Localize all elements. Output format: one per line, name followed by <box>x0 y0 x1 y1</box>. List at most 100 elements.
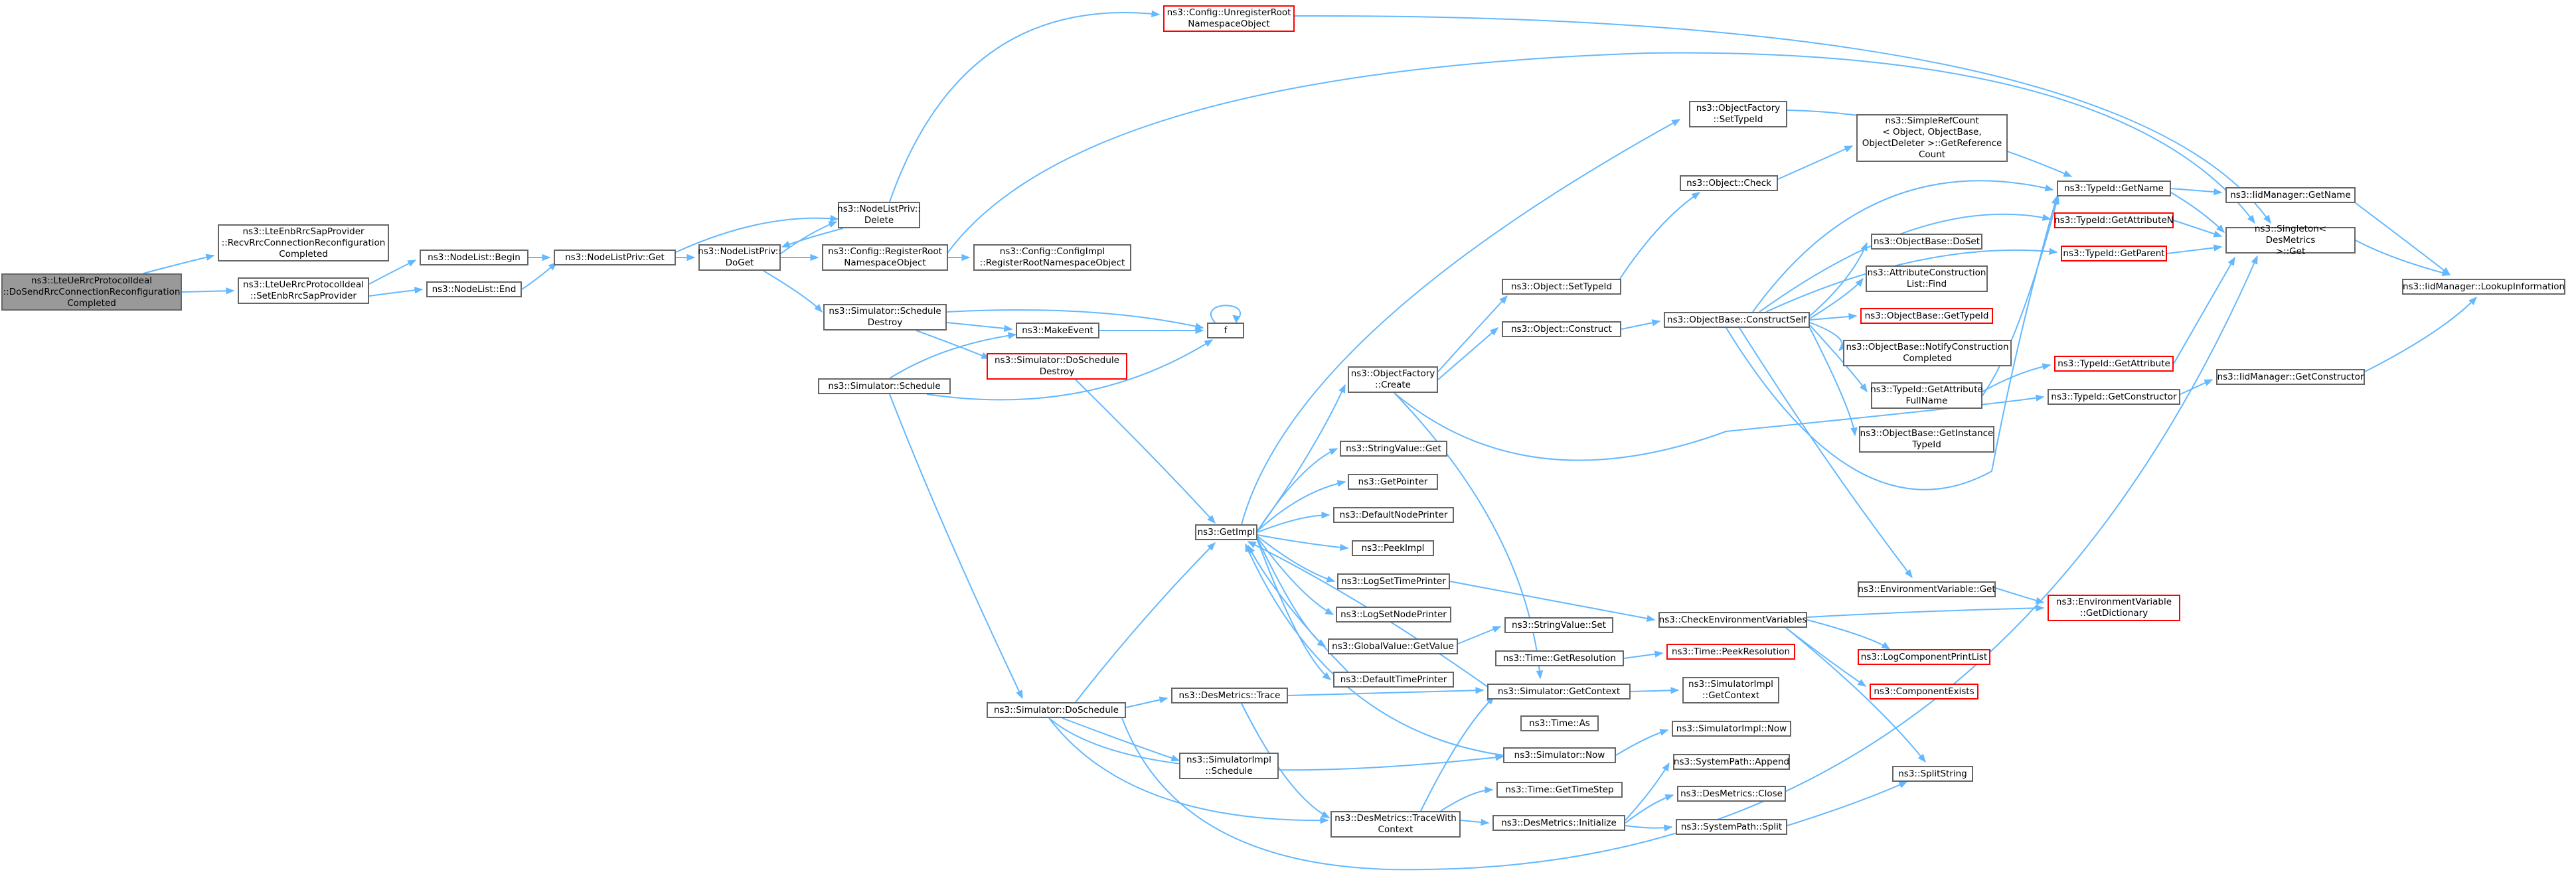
node-typeid-getattributen[interactable]: ns3::TypeId::GetAttributeN <box>2054 212 2174 228</box>
node-peekimpl[interactable]: ns3::PeekImpl <box>1352 540 1434 556</box>
node-simulator-schedule-destroy[interactable]: ns3::Simulator::Schedule Destroy <box>823 304 947 331</box>
node-set-enb-rrc[interactable]: ns3::LteUeRrcProtocolIdeal ::SetEnbRrcSa… <box>238 277 369 304</box>
node-config-unregister[interactable]: ns3::Config::UnregisterRoot NamespaceObj… <box>1163 5 1295 32</box>
node-simulator-getcontext[interactable]: ns3::Simulator::GetContext <box>1487 684 1631 700</box>
node-simulator-doschedule[interactable]: ns3::Simulator::DoSchedule <box>987 702 1126 718</box>
call-edge <box>1420 696 1494 812</box>
node-desmetrics-close[interactable]: ns3::DesMetrics::Close <box>1677 786 1786 802</box>
call-edge <box>1294 15 2271 224</box>
edge-arrowhead <box>1016 690 1023 700</box>
node-iidmanager-getconstructor[interactable]: ns3::IidManager::GetConstructor <box>2216 369 2365 385</box>
node-log-set-time-printer[interactable]: ns3::LogSetTimePrinter <box>1337 573 1450 589</box>
edge-arrowhead <box>1159 696 1168 703</box>
edge-arrowhead <box>1663 824 1673 832</box>
node-objectfactory-settypeid[interactable]: ns3::ObjectFactory ::SetTypeId <box>1689 101 1787 127</box>
node-desmetrics-tracewithcontext[interactable]: ns3::DesMetrics::TraceWith Context <box>1330 811 1461 838</box>
node-typeid-getconstructor[interactable]: ns3::TypeId::GetConstructor <box>2048 389 2180 405</box>
node-typeid-getattribute[interactable]: ns3::TypeId::GetAttribute <box>2054 356 2174 372</box>
node-nodelist-begin[interactable]: ns3::NodeList::Begin <box>420 250 528 265</box>
edge-arrowhead <box>2063 170 2073 177</box>
node-default-time-printer[interactable]: ns3::DefaultTimePrinter <box>1333 672 1454 688</box>
node-objectbase-gettypeid[interactable]: ns3::ObjectBase::GetTypeId <box>1860 308 1993 324</box>
node-globalvalue-getvalue[interactable]: ns3::GlobalValue::GetValue <box>1328 638 1458 654</box>
call-edge <box>1257 448 1338 532</box>
call-edge <box>1287 690 1484 696</box>
node-typeid-getname[interactable]: ns3::TypeId::GetName <box>2057 181 2171 196</box>
node-objectbase-getinstancetypeid[interactable]: ns3::ObjectBase::GetInstance TypeId <box>1859 426 1994 453</box>
node-time-peekresolution[interactable]: ns3::Time::PeekResolution <box>1666 644 1795 660</box>
node-nodelistpriv-doget[interactable]: ns3::NodeListPriv:: DoGet <box>698 244 781 271</box>
node-iidmanager-getname[interactable]: ns3::IidManager::GetName <box>2225 187 2356 203</box>
node-default-node-printer[interactable]: ns3::DefaultNodePrinter <box>1333 507 1454 523</box>
node-typeid-getattributefullname[interactable]: ns3::TypeId::GetAttribute FullName <box>1870 382 1983 409</box>
call-edge <box>1615 729 1668 756</box>
node-nodelistpriv-get[interactable]: ns3::NodeListPriv::Get <box>554 250 676 265</box>
call-edge <box>1257 481 1346 532</box>
node-stringvalue-set[interactable]: ns3::StringValue::Set <box>1504 617 1613 633</box>
node-component-exists[interactable]: ns3::ComponentExists <box>1870 684 1978 700</box>
node-object-construct[interactable]: ns3::Object::Construct <box>1502 321 1621 337</box>
node-simulator-schedule[interactable]: ns3::Simulator::Schedule <box>818 378 951 394</box>
node-object-check[interactable]: ns3::Object::Check <box>1680 175 1778 191</box>
edge-arrowhead <box>2468 297 2477 305</box>
node-typeid-getparent[interactable]: ns3::TypeId::GetParent <box>2061 246 2167 261</box>
node-singleton-get[interactable]: ns3::Singleton< DesMetrics >::Get <box>2225 224 2356 257</box>
edge-arrowhead <box>2052 195 2060 205</box>
node-log-component-print-list[interactable]: ns3::LogComponentPrintList <box>1858 649 1990 665</box>
node-environmentvariable-getdictionary[interactable]: ns3::EnvironmentVariable ::GetDictionary <box>2048 595 2180 621</box>
node-desmetrics-initialize[interactable]: ns3::DesMetrics::Initialize <box>1492 815 1625 831</box>
node-simulatorimpl-schedule[interactable]: ns3::SimulatorImpl ::Schedule <box>1179 753 1279 779</box>
node-config-register[interactable]: ns3::Config::RegisterRoot NamespaceObjec… <box>822 244 948 271</box>
edge-arrowhead <box>226 287 235 295</box>
node-simulator-now[interactable]: ns3::Simulator::Now <box>1503 747 1616 763</box>
node-time-getresolution[interactable]: ns3::Time::GetResolution <box>1495 650 1624 666</box>
node-systempath-split[interactable]: ns3::SystemPath::Split <box>1676 819 1787 835</box>
node-desmetrics-trace[interactable]: ns3::DesMetrics::Trace <box>1171 688 1288 703</box>
node-time-as[interactable]: ns3::Time::As <box>1520 715 1599 731</box>
call-edge <box>1807 607 2044 618</box>
node-nodelist-end[interactable]: ns3::NodeList::End <box>426 281 522 297</box>
node-object-settypeid[interactable]: ns3::Object::SetTypeId <box>1502 279 1621 295</box>
call-edge <box>938 52 2255 266</box>
node-objectfactory-create[interactable]: ns3::ObjectFactory ::Create <box>1348 366 1438 393</box>
node-time-gettimestep[interactable]: ns3::Time::GetTimeStep <box>1496 782 1623 798</box>
node-objectbase-doset[interactable]: ns3::ObjectBase::DoSet <box>1871 234 1982 250</box>
node-f[interactable]: f <box>1207 323 1244 338</box>
node-check-environment-variables[interactable]: ns3::CheckEnvironmentVariables <box>1658 612 1807 628</box>
edge-arrowhead <box>2035 597 2045 604</box>
node-simulator-doschedule-destroy[interactable]: ns3::Simulator::DoSchedule Destroy <box>987 353 1127 380</box>
node-getimpl[interactable]: ns3::GetImpl <box>1195 524 1257 540</box>
node-attributeconstructionlist-find[interactable]: ns3::AttributeConstruction List::Find <box>1866 265 1988 292</box>
edge-arrowhead <box>1492 626 1502 633</box>
node-stringvalue-get[interactable]: ns3::StringValue::Get <box>1340 441 1447 457</box>
node-systempath-append[interactable]: ns3::SystemPath::Append <box>1673 754 1790 770</box>
edge-arrowhead <box>961 254 971 261</box>
node-make-event[interactable]: ns3::MakeEvent <box>1016 323 1099 338</box>
node-simplerefcount[interactable]: ns3::SimpleRefCount < Object, ObjectBase… <box>1856 114 2008 162</box>
node-environmentvariable-get[interactable]: ns3::EnvironmentVariable::Get <box>1858 581 1996 597</box>
edge-arrowhead <box>1850 427 1858 437</box>
node-nodelistpriv-delete[interactable]: ns3::NodeListPriv:: Delete <box>837 202 921 228</box>
edge-arrowhead <box>1151 10 1161 17</box>
node-recv-rrc[interactable]: ns3::LteEnbRrcSapProvider ::RecvRrcConne… <box>218 224 389 261</box>
call-edge <box>1440 789 1493 812</box>
edge-arrowhead <box>2441 269 2451 277</box>
edge-arrowhead <box>2204 379 2214 386</box>
node-objectbase-constructself[interactable]: ns3::ObjectBase::ConstructSelf <box>1664 312 1810 328</box>
node-log-set-node-printer[interactable]: ns3::LogSetNodePrinter <box>1336 607 1451 623</box>
edge-arrowhead <box>1646 615 1656 623</box>
call-edge <box>1787 781 1907 826</box>
call-edge <box>1982 196 2059 396</box>
edge-arrowhead <box>1898 781 1908 788</box>
node-simulatorimpl-getcontext[interactable]: ns3::SimulatorImpl ::GetContext <box>1682 677 1779 703</box>
call-edge <box>1062 717 1180 761</box>
node-configimpl-register[interactable]: ns3::Config::ConfigImpl ::RegisterRootNa… <box>973 244 1131 271</box>
edge-arrowhead <box>1321 811 1330 818</box>
node-simulatorimpl-now[interactable]: ns3::SimulatorImpl::Now <box>1672 721 1791 737</box>
node-iidmanager-lookupinformation[interactable]: ns3::IidManager::LookupInformation <box>2402 279 2565 295</box>
node-splitstring[interactable]: ns3::SplitString <box>1892 766 1973 782</box>
node-getpointer[interactable]: ns3::GetPointer <box>1348 474 1438 490</box>
node-objectbase-notifyconstruction[interactable]: ns3::ObjectBase::NotifyConstruction Comp… <box>1843 340 2012 366</box>
edge-arrowhead <box>1654 650 1664 658</box>
call-edge <box>1048 717 1328 822</box>
